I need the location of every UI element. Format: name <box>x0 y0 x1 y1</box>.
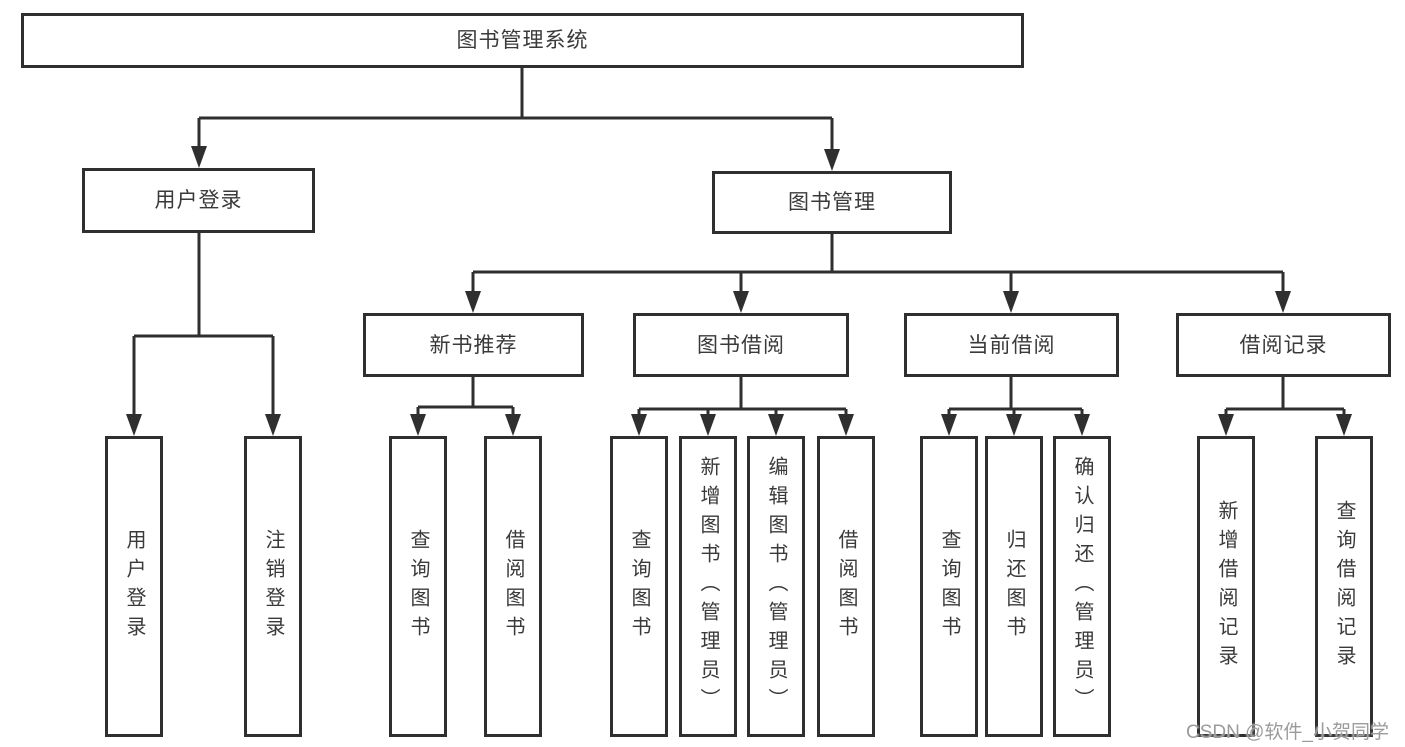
node-leaf-logout: 注销登录 <box>244 436 302 737</box>
node-leaf-add-books-admin: 新增图书（管理员） <box>679 436 737 737</box>
node-leaf-borrow-books-2: 借阅图书 <box>817 436 875 737</box>
node-leaf-confirm-return-admin: 确认归还（管理员） <box>1053 436 1111 737</box>
node-leaf-borrow-books: 借阅图书 <box>484 436 542 737</box>
node-leaf-query-books: 查询图书 <box>389 436 447 737</box>
node-book-borrowing: 图书借阅 <box>633 313 849 377</box>
node-leaf-query-books-2: 查询图书 <box>610 436 668 737</box>
node-leaf-query-books-3: 查询图书 <box>920 436 978 737</box>
node-current-borrowing: 当前借阅 <box>904 313 1119 377</box>
arrowheads <box>126 146 1352 436</box>
csdn-watermark: CSDN @软件_小贺同学 <box>1186 722 1389 743</box>
node-user-login: 用户登录 <box>82 168 315 233</box>
node-library-management-system: 图书管理系统 <box>21 13 1024 68</box>
node-borrowing-records: 借阅记录 <box>1176 313 1391 377</box>
node-leaf-query-borrow-record: 查询借阅记录 <box>1315 436 1373 737</box>
node-leaf-user-login: 用户登录 <box>105 436 163 737</box>
node-leaf-add-borrow-record: 新增借阅记录 <box>1197 436 1255 737</box>
node-leaf-return-books: 归还图书 <box>985 436 1043 737</box>
node-new-book-recommendation: 新书推荐 <box>363 313 584 377</box>
node-book-management: 图书管理 <box>712 171 952 234</box>
node-leaf-edit-books-admin: 编辑图书（管理员） <box>747 436 805 737</box>
